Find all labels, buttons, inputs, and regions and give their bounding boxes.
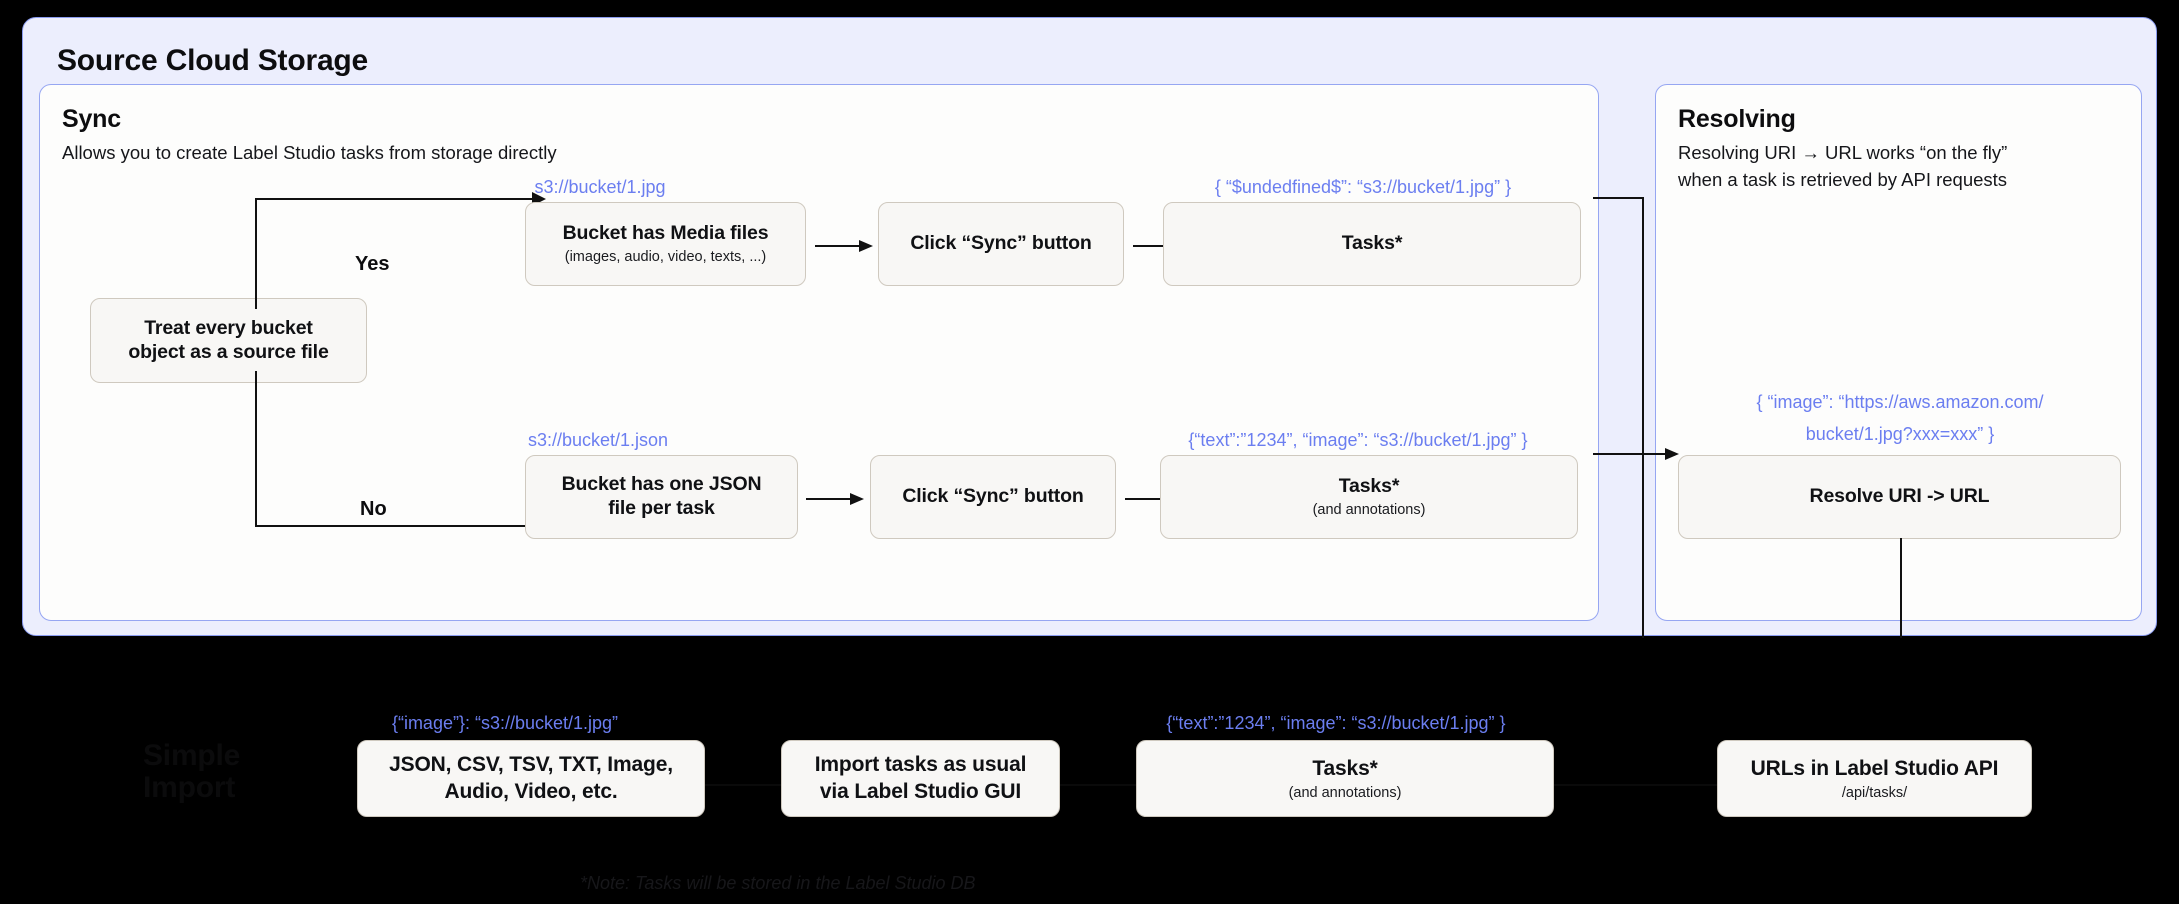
node-bucket-has-media-files[interactable]: Bucket has Media files (images, audio, v… (525, 202, 806, 286)
sync-heading: Sync (62, 105, 121, 133)
simple-import-title-line1: Simple (143, 739, 241, 772)
node-urls-in-label-studio-api[interactable]: URLs in Label Studio API /api/tasks/ (1717, 740, 2032, 817)
connector-tasks-media-down (1593, 197, 1644, 638)
resolving-subheading-line1: Resolving URI → URL works “on the fly” (1678, 142, 2008, 163)
node-tasks-json[interactable]: Tasks* (and annotations) (1160, 455, 1578, 539)
node-title: Resolve URI -> URL (1809, 485, 1990, 508)
node-title-line1: Bucket has one JSON (561, 473, 762, 496)
edge-label-no: No (360, 498, 387, 520)
page-title: Source Cloud Storage (57, 44, 369, 77)
json-label-tasks-media: { “$undedfined$”: “s3://bucket/1.jpg” } (1214, 177, 1512, 197)
node-click-sync-button-media[interactable]: Click “Sync” button (878, 202, 1124, 286)
node-subtitle: (images, audio, video, texts, ...) (564, 248, 767, 265)
node-tasks-media[interactable]: Tasks* (1163, 202, 1581, 286)
resolving-card: Resolving Resolving URI → URL works “on … (1655, 84, 2142, 621)
uri-label-json: s3://bucket/1.json (527, 430, 669, 450)
node-resolve-uri-to-url[interactable]: Resolve URI -> URL (1678, 455, 2121, 539)
simple-import-title-line2: Import (143, 771, 236, 804)
node-title-line1: Treat every bucket (144, 316, 313, 339)
node-click-sync-button-json[interactable]: Click “Sync” button (870, 455, 1116, 539)
node-title-line2: via Label Studio GUI (819, 779, 1022, 803)
node-subtitle: (and annotations) (1312, 501, 1426, 518)
node-tasks-simple-import[interactable]: Tasks* (and annotations) (1136, 740, 1554, 817)
source-cloud-storage-panel: Source Cloud Storage Sync Allows you to … (22, 17, 2157, 638)
json-label-simple-import-formats: {“image”}: “s3://bucket/1.jpg” (391, 713, 619, 733)
node-title: Tasks* (1312, 756, 1378, 780)
sync-card: Sync Allows you to create Label Studio t… (39, 84, 1599, 621)
connector-resolve-down (1900, 538, 1902, 638)
connector-tasks-to-api (1554, 784, 1718, 786)
connector-formats-to-import (705, 784, 781, 786)
resolving-heading: Resolving (1678, 105, 1796, 133)
node-treat-every-bucket-object[interactable]: Treat every bucket object as a source fi… (90, 298, 367, 383)
json-label-tasks-json: {“text”:”1234”, “image”: “s3://bucket/1.… (1188, 430, 1528, 450)
arrow-json-to-sync (806, 493, 864, 505)
node-supported-formats[interactable]: JSON, CSV, TSV, TXT, Image, Audio, Video… (357, 740, 705, 817)
node-subtitle: /api/tasks/ (1841, 785, 1908, 802)
edge-label-yes: Yes (355, 253, 390, 275)
connector-tasks-json-to-resolve (1593, 448, 1679, 460)
json-label-resolved-line2: bucket/1.jpg?xxx=xxx” } (1805, 424, 1995, 444)
node-title: Tasks* (1341, 232, 1403, 255)
footer-note: *Note: Tasks will be stored in the Label… (580, 873, 976, 893)
arrow-media-to-sync (815, 240, 873, 252)
node-title-line2: file per task (608, 497, 715, 519)
resolving-subheading-line2: when a task is retrieved by API requests (1678, 169, 2008, 190)
node-title: Bucket has Media files (562, 221, 769, 244)
node-import-tasks-via-gui[interactable]: Import tasks as usual via Label Studio G… (781, 740, 1060, 817)
json-label-simple-import-tasks: {“text”:”1234”, “image”: “s3://bucket/1.… (1166, 713, 1506, 733)
node-title: URLs in Label Studio API (1750, 756, 1999, 780)
node-title-line2: object as a source file (128, 340, 329, 363)
connector-no (255, 371, 546, 533)
uri-label-media: s3://bucket/1.jpg (534, 177, 666, 197)
node-title-line1: Import tasks as usual (814, 753, 1027, 777)
node-title-line2: Audio, Video, etc. (444, 779, 618, 803)
node-title: Click “Sync” button (910, 232, 1092, 255)
node-title: Click “Sync” button (902, 485, 1084, 508)
node-bucket-has-one-json-file[interactable]: Bucket has one JSON file per task (525, 455, 798, 539)
node-title: Tasks* (1338, 474, 1400, 497)
node-subtitle: (and annotations) (1288, 785, 1402, 802)
json-label-resolved-line1: { “image”: “https://aws.amazon.com/ (1756, 392, 2044, 412)
connector-import-to-tasks (1060, 784, 1136, 786)
sync-subheading: Allows you to create Label Studio tasks … (62, 142, 557, 163)
node-title-line1: JSON, CSV, TSV, TXT, Image, (389, 753, 673, 777)
